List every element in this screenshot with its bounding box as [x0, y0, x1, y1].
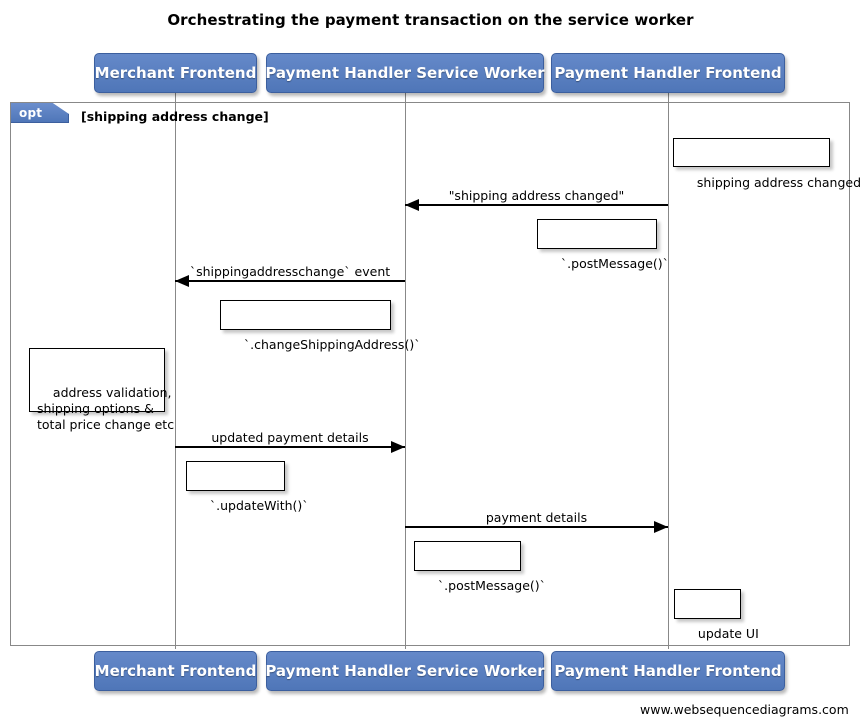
participant-label: Payment Handler Service Worker: [265, 662, 545, 680]
note-fold-icon: [727, 589, 741, 603]
message-line-shipping-address-changed: [405, 204, 668, 206]
note-change-shipping-address: `.changeShippingAddress()`: [220, 300, 420, 352]
note-text: address validation, shipping options & t…: [37, 385, 175, 432]
lifeline-merchant-frontend: [175, 92, 176, 649]
note-text: `.changeShippingAddress()`: [243, 337, 421, 352]
participant-label: Merchant Frontend: [94, 64, 257, 82]
note-update-ui: update UI: [674, 589, 759, 641]
participant-payment-handler-service-worker-top[interactable]: Payment Handler Service Worker: [265, 53, 545, 93]
participant-merchant-frontend-bottom[interactable]: Merchant Frontend: [94, 651, 257, 691]
participant-payment-handler-service-worker-bottom[interactable]: Payment Handler Service Worker: [265, 651, 545, 691]
note-fold-icon: [507, 541, 521, 555]
participant-label: Payment Handler Service Worker: [265, 64, 545, 82]
fragment-opt-box: [10, 102, 850, 646]
participant-merchant-frontend-top[interactable]: Merchant Frontend: [94, 53, 257, 93]
fragment-opt-tab: opt: [11, 103, 69, 123]
note-shipping-address-changed: shipping address changed: [673, 138, 861, 190]
note-update-with: `.updateWith()`: [186, 461, 309, 513]
message-arrowhead-payment-details: [654, 521, 668, 533]
message-arrowhead-shipping-address-changed: [405, 199, 419, 211]
message-arrowhead-updated-payment-details: [391, 441, 405, 453]
lifeline-payment-handler-frontend: [668, 92, 669, 649]
participant-label: Payment Handler Frontend: [554, 662, 782, 680]
message-line-payment-details: [405, 526, 668, 528]
note-address-validation: address validation, shipping options & t…: [29, 348, 174, 432]
lifeline-payment-handler-service-worker: [405, 92, 406, 649]
message-label-updated-payment-details: updated payment details: [211, 430, 369, 445]
message-arrowhead-shippingaddresschange-event: [175, 275, 189, 287]
participant-payment-handler-frontend-top[interactable]: Payment Handler Frontend: [551, 53, 785, 93]
footer-attribution: www.websequencediagrams.com: [640, 702, 849, 717]
note-fold-icon: [377, 300, 391, 314]
note-text: update UI: [697, 626, 759, 641]
note-fold-icon: [271, 461, 285, 475]
note-fold-icon: [816, 138, 830, 152]
fragment-opt-tab-label: opt: [19, 105, 43, 120]
note-post-message-1: `.postMessage()`: [537, 219, 669, 271]
message-label-payment-details: payment details: [485, 510, 588, 525]
note-post-message-2: `.postMessage()`: [414, 541, 546, 593]
diagram-title: Orchestrating the payment transaction on…: [167, 11, 694, 29]
note-text: `.updateWith()`: [209, 498, 309, 513]
message-line-shippingaddresschange-event: [175, 280, 405, 282]
note-fold-icon: [643, 219, 657, 233]
message-label-shipping-address-changed: "shipping address changed": [448, 188, 625, 203]
note-text: shipping address changed: [696, 175, 861, 190]
participant-label: Payment Handler Frontend: [554, 64, 782, 82]
message-line-updated-payment-details: [175, 446, 405, 448]
note-text: `.postMessage()`: [560, 256, 669, 271]
note-text: `.postMessage()`: [437, 578, 546, 593]
participant-payment-handler-frontend-bottom[interactable]: Payment Handler Frontend: [551, 651, 785, 691]
participant-label: Merchant Frontend: [94, 662, 257, 680]
message-label-shippingaddresschange-event: `shippingaddresschange` event: [189, 264, 391, 279]
fragment-opt-guard: [shipping address change]: [81, 109, 269, 124]
note-fold-icon: [151, 348, 165, 362]
